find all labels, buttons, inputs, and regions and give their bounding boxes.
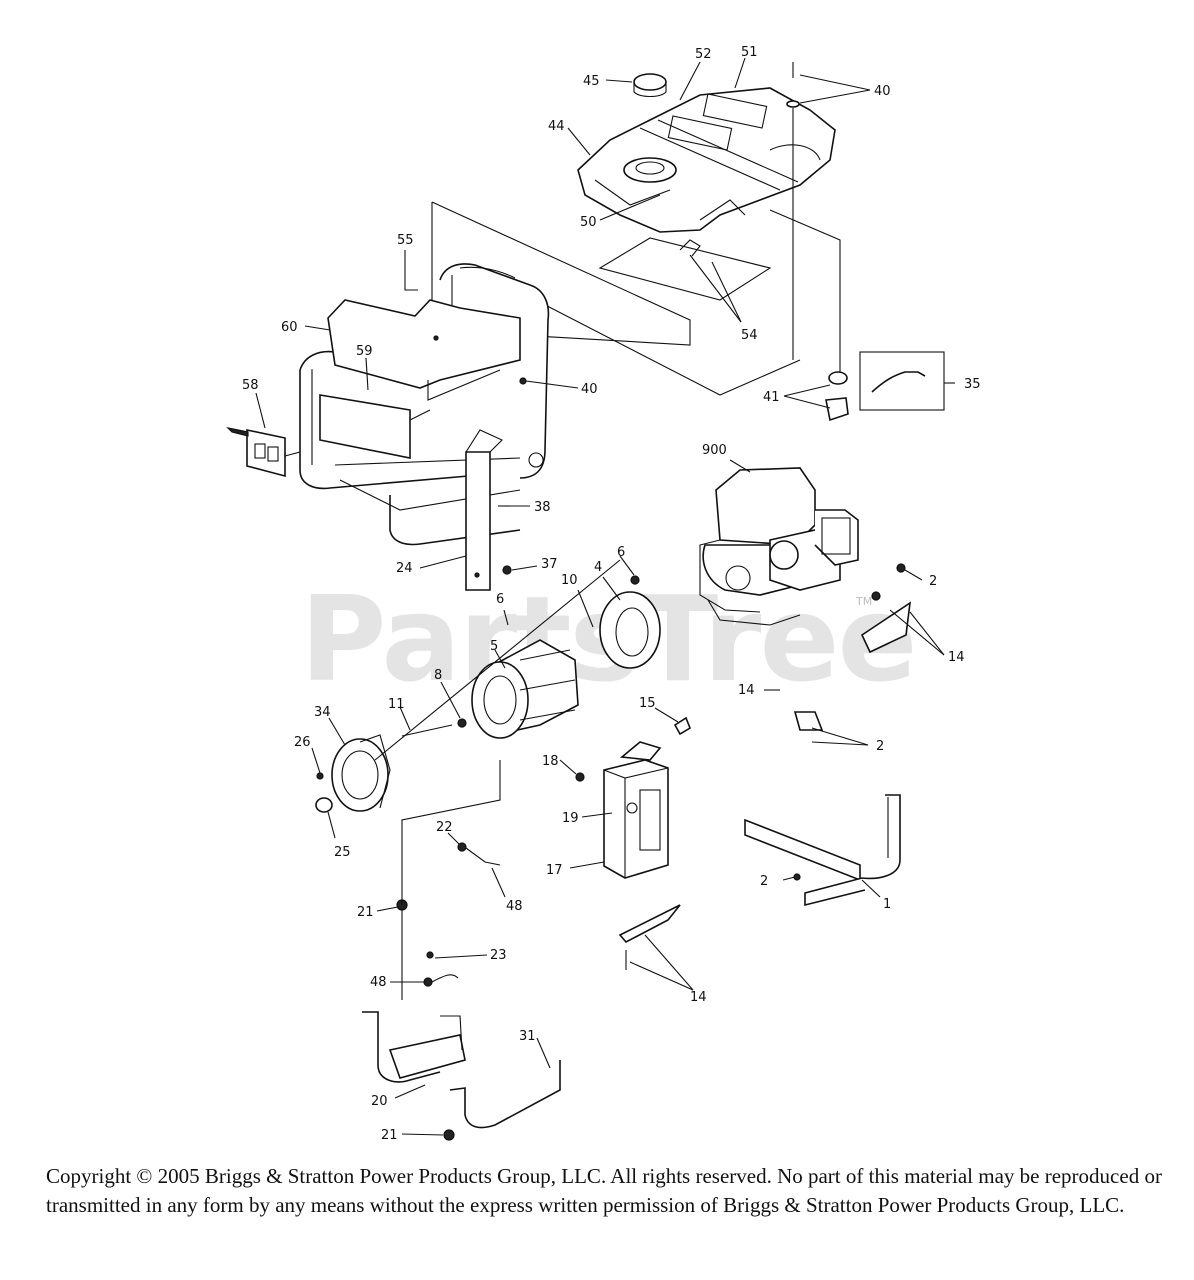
callout-11: 11 bbox=[388, 697, 405, 712]
vibration-mount bbox=[793, 711, 824, 731]
frame-nut bbox=[519, 377, 527, 385]
rear-screw bbox=[316, 772, 324, 780]
rear-bearing-carrier bbox=[331, 734, 391, 812]
watermark-trademark: TM bbox=[855, 595, 872, 608]
callout-55: 55 bbox=[397, 233, 414, 248]
callout-18: 18 bbox=[542, 754, 559, 769]
callout-44: 44 bbox=[548, 119, 565, 134]
callout-14: 14 bbox=[948, 650, 965, 665]
fuel-tank bbox=[577, 87, 836, 233]
ground-washer bbox=[423, 977, 433, 987]
callout-31: 31 bbox=[519, 1029, 536, 1044]
washer bbox=[457, 718, 467, 728]
tank-bolt-and-washer bbox=[786, 62, 800, 360]
outlet-panel bbox=[226, 427, 301, 478]
callout-58: 58 bbox=[242, 378, 259, 393]
callout-21-nut: 21 bbox=[381, 1128, 398, 1143]
callout-10: 10 bbox=[561, 573, 578, 588]
callout-900: 900 bbox=[702, 443, 727, 458]
leader-lines bbox=[255, 57, 955, 1136]
control-panel-bracket bbox=[327, 299, 521, 401]
brush-wire bbox=[465, 847, 501, 866]
callout-50: 50 bbox=[580, 215, 597, 230]
callout-5: 5 bbox=[490, 639, 498, 654]
callout-48-ground: 48 bbox=[370, 975, 387, 990]
stator-adapter bbox=[599, 575, 661, 669]
bracket-bolt bbox=[502, 565, 512, 575]
callout-14-mount: 14 bbox=[738, 683, 755, 698]
callout-40-frame: 40 bbox=[581, 382, 598, 397]
control-panel bbox=[319, 394, 431, 459]
gasket bbox=[673, 716, 691, 736]
callout-48: 48 bbox=[506, 899, 523, 914]
callout-15: 15 bbox=[639, 696, 656, 711]
callout-2: 2 bbox=[929, 574, 937, 589]
decal bbox=[404, 250, 418, 291]
callout-6-bolt: 6 bbox=[496, 592, 504, 607]
callout-24: 24 bbox=[396, 561, 413, 576]
callout-35: 35 bbox=[964, 377, 981, 392]
callout-1: 1 bbox=[883, 897, 891, 912]
callout-8: 8 bbox=[434, 668, 442, 683]
callout-4: 4 bbox=[594, 560, 602, 575]
exploded-parts-diagram: PartsTree TM bbox=[226, 45, 981, 1143]
callout-59: 59 bbox=[356, 344, 373, 359]
callout-2-base: 2 bbox=[760, 874, 768, 889]
callout-17: 17 bbox=[546, 863, 563, 878]
rotor-stator bbox=[471, 639, 579, 739]
callout-38: 38 bbox=[534, 500, 551, 515]
callout-19: 19 bbox=[562, 811, 579, 826]
fuel-line bbox=[871, 371, 926, 393]
through-bolt bbox=[401, 724, 453, 737]
callout-52: 52 bbox=[695, 47, 712, 62]
callout-2-mount: 2 bbox=[876, 739, 884, 754]
mount-nut bbox=[896, 563, 906, 573]
callout-60: 60 bbox=[281, 320, 298, 335]
fuel-valve bbox=[825, 371, 849, 422]
callout-41: 41 bbox=[763, 390, 780, 405]
callout-26: 26 bbox=[294, 735, 311, 750]
fuel-cap bbox=[633, 73, 667, 98]
callout-45: 45 bbox=[583, 74, 600, 89]
callout-34: 34 bbox=[314, 705, 331, 720]
callout-6: 6 bbox=[617, 545, 625, 560]
callout-22: 22 bbox=[436, 820, 453, 835]
callout-51: 51 bbox=[741, 45, 758, 60]
muffler bbox=[603, 759, 669, 879]
copyright-notice: Copyright © 2005 Briggs & Stratton Power… bbox=[46, 1164, 1162, 1217]
ground-strap bbox=[431, 974, 459, 983]
ground-nut bbox=[443, 1129, 455, 1141]
callout-37: 37 bbox=[541, 557, 558, 572]
mounting-bracket bbox=[465, 429, 503, 591]
callout-25: 25 bbox=[334, 845, 351, 860]
mount-nut-2 bbox=[871, 591, 881, 601]
callout-40: 40 bbox=[874, 84, 891, 99]
callout-20: 20 bbox=[371, 1094, 388, 1109]
callout-23: 23 bbox=[490, 948, 507, 963]
callout-21: 21 bbox=[357, 905, 374, 920]
callout-14-muffler: 14 bbox=[690, 990, 707, 1005]
tank-mounting-plate bbox=[598, 237, 772, 301]
ground-screw bbox=[426, 951, 434, 959]
engine bbox=[699, 467, 859, 626]
base-frame-right bbox=[744, 794, 901, 907]
fuel-line-kit-box bbox=[859, 351, 945, 411]
muffler-bolt bbox=[575, 772, 585, 782]
base-frame-left bbox=[362, 1011, 561, 1129]
callout-54: 54 bbox=[741, 328, 758, 343]
wire-path bbox=[401, 760, 501, 905]
end-cap bbox=[315, 797, 333, 813]
muffler-bracket bbox=[620, 741, 662, 761]
heat-shield bbox=[618, 904, 681, 944]
